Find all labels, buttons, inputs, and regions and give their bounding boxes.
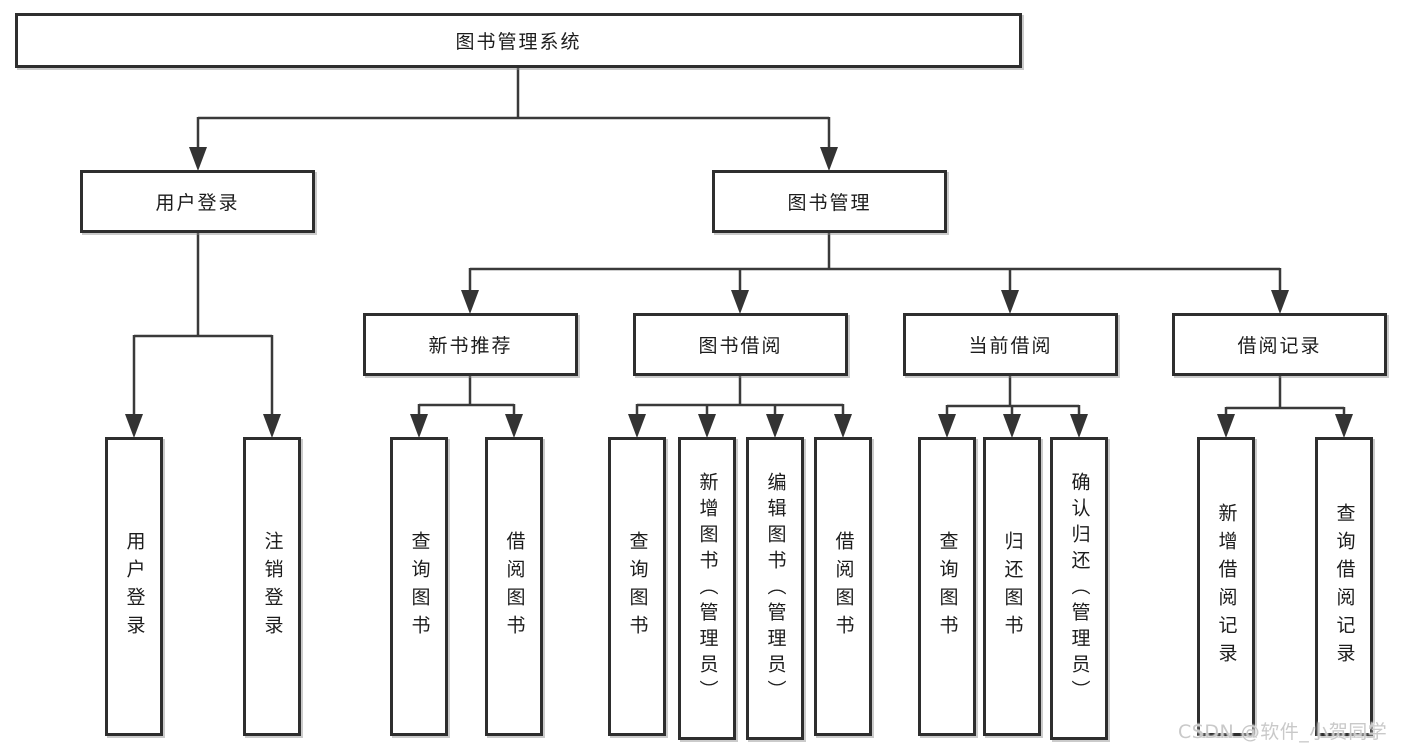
- leaf-logout: 注销登录: [243, 437, 301, 736]
- arrowhead-icons: [125, 147, 1353, 438]
- leaf-confirm-return-admin-label: 确认归还（管理员）: [1068, 471, 1091, 706]
- leaf-add-borrow-record-label: 新增借阅记录: [1215, 502, 1238, 671]
- node-current-borrowing-label: 当前借阅: [968, 335, 1053, 357]
- leaf-add-book-admin-label: 新增图书（管理员）: [696, 471, 719, 706]
- leaf-return-book: 归还图书: [983, 437, 1041, 736]
- node-borrow-records-label: 借阅记录: [1237, 335, 1322, 357]
- node-new-book-recommend-label: 新书推荐: [428, 335, 513, 357]
- leaf-query-borrow-record-label: 查询借阅记录: [1333, 502, 1356, 671]
- leaf-add-book-admin: 新增图书（管理员）: [678, 437, 736, 740]
- leaf-return-book-label: 归还图书: [1001, 530, 1024, 643]
- tree-edges: [132, 68, 1346, 415]
- leaf-add-borrow-record: 新增借阅记录: [1197, 437, 1255, 736]
- watermark-text: CSDN @软件_小贺同学: [1178, 721, 1388, 743]
- leaf-query-books-recommend: 查询图书: [390, 437, 448, 736]
- leaf-logout-label: 注销登录: [261, 530, 284, 643]
- leaf-query-books-current-label: 查询图书: [936, 530, 959, 643]
- leaf-query-books-recommend-label: 查询图书: [408, 530, 431, 643]
- leaf-borrow-books-borrowing: 借阅图书: [814, 437, 872, 736]
- leaf-query-books-borrowing: 查询图书: [608, 437, 666, 736]
- leaf-query-borrow-record: 查询借阅记录: [1315, 437, 1373, 736]
- node-root-label: 图书管理系统: [455, 31, 582, 53]
- leaf-borrow-books-recommend: 借阅图书: [485, 437, 543, 736]
- leaf-borrow-books-recommend-label: 借阅图书: [503, 530, 526, 643]
- leaf-query-books-current: 查询图书: [918, 437, 976, 736]
- leaf-edit-book-admin-label: 编辑图书（管理员）: [764, 471, 787, 706]
- node-root: 图书管理系统: [15, 13, 1022, 68]
- leaf-user-login-label: 用户登录: [123, 530, 146, 643]
- node-borrow-records: 借阅记录: [1172, 313, 1387, 376]
- node-user-login: 用户登录: [80, 170, 315, 233]
- node-current-borrowing: 当前借阅: [903, 313, 1118, 376]
- node-book-borrowing-label: 图书借阅: [698, 335, 783, 357]
- node-new-book-recommend: 新书推荐: [363, 313, 578, 376]
- node-user-login-label: 用户登录: [155, 192, 240, 214]
- node-book-management-label: 图书管理: [787, 192, 872, 214]
- node-book-management: 图书管理: [712, 170, 947, 233]
- node-book-borrowing: 图书借阅: [633, 313, 848, 376]
- leaf-user-login: 用户登录: [105, 437, 163, 736]
- leaf-query-books-borrowing-label: 查询图书: [626, 530, 649, 643]
- leaf-confirm-return-admin: 确认归还（管理员）: [1050, 437, 1108, 740]
- leaf-edit-book-admin: 编辑图书（管理员）: [746, 437, 804, 740]
- leaf-borrow-books-borrowing-label: 借阅图书: [832, 530, 855, 643]
